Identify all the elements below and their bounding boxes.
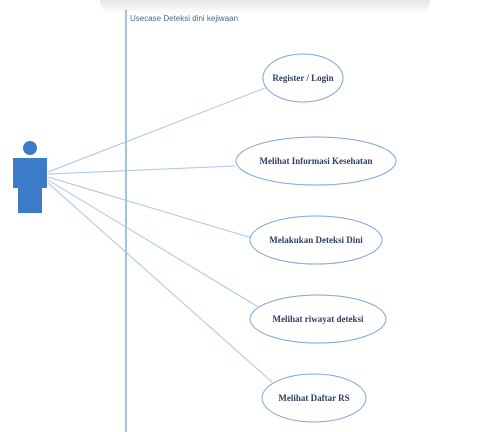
connector-info-kesehatan [47,165,236,175]
use-case-riwayat-deteksi: Melihat riwayat deteksi [249,294,387,344]
use-case-label: Melihat Daftar RS [278,393,349,403]
use-case-label: Melihat riwayat deteksi [273,314,364,324]
use-case-label: Melakukan Deteksi Dini [269,235,363,245]
use-case-label: Register / Login [272,73,333,83]
connector-register [47,87,266,173]
use-case-daftar-rs: Melihat Daftar RS [261,373,367,423]
actor [13,141,47,213]
connector-deteksi-dini [47,176,253,239]
connector-riwayat-deteksi [47,179,261,309]
system-boundary-title: Usecase Deteksi dini kejiwaan [130,14,239,23]
top-fade-decoration [100,0,430,14]
person-icon [13,141,47,213]
connectors-group [47,87,273,383]
use-case-info-kesehatan: Melihat Informasi Kesehatan [235,136,397,186]
use-case-deteksi-dini: Melakukan Deteksi Dini [249,215,383,265]
use-case-label: Melihat Informasi Kesehatan [260,156,373,166]
connector-daftar-rs [47,182,273,383]
use-case-register: Register / Login [262,53,344,103]
